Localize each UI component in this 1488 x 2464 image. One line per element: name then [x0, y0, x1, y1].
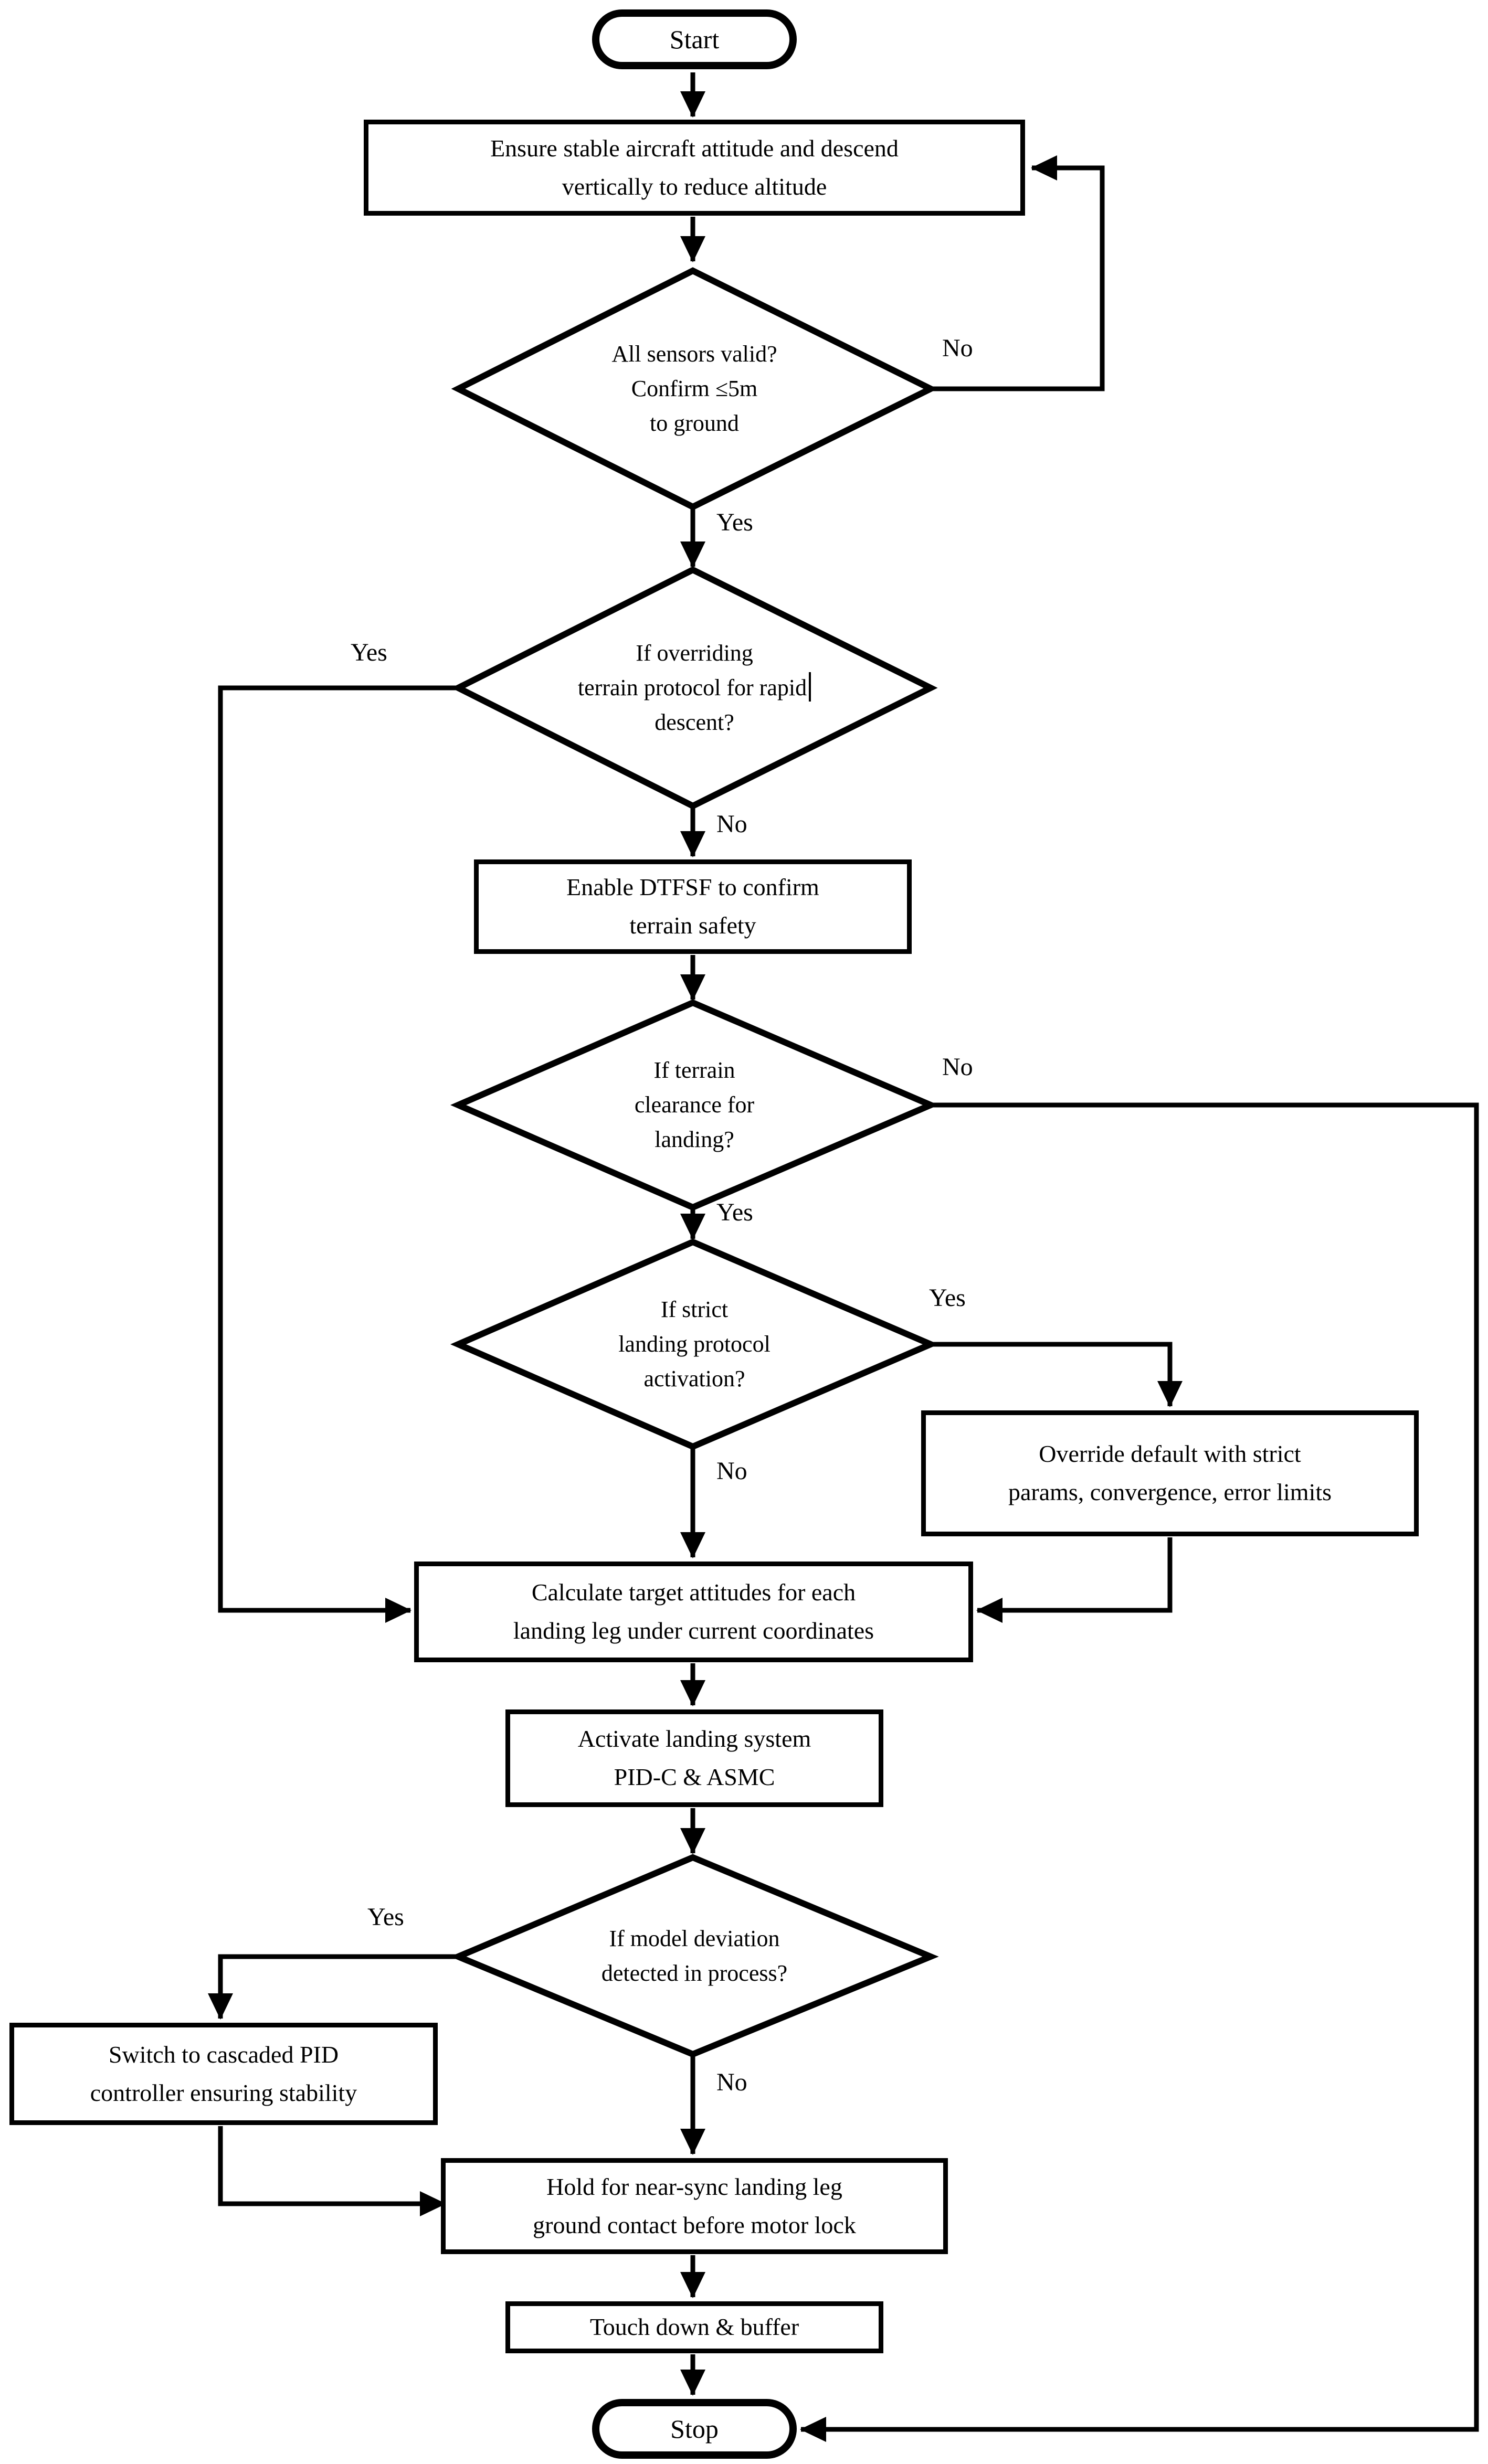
override-params-line1: Override default with strict	[1039, 1440, 1301, 1468]
edge-override-yes-rail	[218, 685, 458, 1623]
dtfsf-line2: terrain safety	[629, 912, 756, 939]
strict-line3: activation?	[643, 1366, 745, 1392]
terrain-line2: clearance for	[634, 1092, 755, 1118]
edge-label-terrain-yes: Yes	[716, 1198, 753, 1226]
deviation-line2: detected in process?	[601, 1960, 788, 1986]
strict-line1: If strict	[660, 1297, 729, 1322]
decision-terrain-clearance-shape	[450, 999, 939, 1211]
activate-line2: PID-C & ASMC	[614, 1764, 775, 1790]
decision-terrain-clearance-text: If terrain clearance for landing?	[458, 1003, 931, 1207]
cascaded-line1: Switch to cascaded PID	[108, 2041, 339, 2068]
hold-line2: ground contact before motor lock	[533, 2211, 856, 2238]
activate-line1: Activate landing system	[577, 1725, 811, 1753]
process-activate-system: Activate landing system PID-C & ASMC	[505, 1709, 883, 1807]
edge-label-sensors-no: No	[942, 334, 973, 362]
process-hold-contact: Hold for near-sync landing leg ground co…	[441, 2158, 948, 2254]
edge-label-deviation-no: No	[716, 2068, 747, 2096]
process-override-params: Override default with strict params, con…	[921, 1410, 1419, 1536]
edge-strict-yes	[931, 1342, 1183, 1407]
cascaded-line2: controller ensuring stability	[90, 2079, 357, 2106]
process-enable-dtfsf: Enable DTFSF to confirm terrain safety	[474, 859, 912, 954]
start-label: Start	[669, 24, 720, 54]
process-descend-line2: vertically to reduce altitude	[562, 173, 827, 200]
deviation-line1: If model deviation	[609, 1925, 780, 1951]
decision-strict-protocol-shape	[450, 1238, 939, 1450]
decision-override-protocol-shape	[451, 566, 938, 810]
override-line2: terrain protocol for rapid	[578, 671, 811, 705]
edge-label-strict-yes: Yes	[929, 1284, 966, 1312]
sensors-line2: Confirm ≤5m	[631, 376, 758, 401]
override-line2-text: terrain protocol for rapid	[577, 675, 807, 700]
override-line1: If overriding	[636, 640, 753, 666]
decision-override-protocol-text: If overriding terrain protocol for rapid…	[458, 570, 931, 806]
edge-label-deviation-yes: Yes	[367, 1903, 404, 1931]
stop-terminal: Stop	[592, 2399, 797, 2459]
decision-strict-protocol-text: If strict landing protocol activation?	[458, 1242, 931, 1447]
process-touchdown: Touch down & buffer	[505, 2301, 883, 2353]
edge-label-strict-no: No	[716, 1457, 747, 1485]
text-caret	[809, 672, 811, 702]
decision-model-deviation-shape	[450, 1854, 939, 2058]
process-descend: Ensure stable aircraft attitude and desc…	[364, 120, 1025, 216]
terrain-line1: If terrain	[653, 1057, 735, 1083]
sensors-line1: All sensors valid?	[611, 341, 777, 367]
calculate-line2: landing leg under current coordinates	[513, 1617, 874, 1644]
edge-label-sensors-yes: Yes	[716, 508, 753, 536]
decision-sensors-valid-text: All sensors valid? Confirm ≤5m to ground	[458, 271, 931, 507]
sensors-line3: to ground	[650, 410, 739, 436]
terrain-line3: landing?	[655, 1127, 734, 1152]
edge-label-override-no: No	[716, 810, 747, 838]
edge-deviation-yes	[208, 1954, 458, 2020]
decision-sensors-valid-shape	[451, 267, 938, 511]
hold-line1: Hold for near-sync landing leg	[546, 2173, 842, 2200]
edge-overrideparams-to-calculate	[976, 1537, 1173, 1623]
edge-terrain-no-rail	[800, 1102, 1479, 2442]
edge-label-override-yes: Yes	[351, 639, 387, 666]
strict-line2: landing protocol	[618, 1331, 771, 1357]
touchdown-label: Touch down & buffer	[589, 2313, 799, 2341]
edge-label-terrain-no: No	[942, 1053, 973, 1081]
override-params-line2: params, convergence, error limits	[1008, 1479, 1332, 1505]
override-line3: descent?	[655, 709, 734, 735]
dtfsf-line1: Enable DTFSF to confirm	[566, 874, 819, 901]
start-terminal: Start	[592, 9, 797, 69]
decision-model-deviation-text: If model deviation detected in process?	[458, 1857, 931, 2054]
edge-cascaded-to-hold	[218, 2126, 446, 2216]
stop-label: Stop	[670, 2414, 719, 2444]
process-cascaded-pid: Switch to cascaded PID controller ensuri…	[9, 2023, 438, 2125]
calculate-line1: Calculate target attitudes for each	[531, 1579, 856, 1606]
process-calculate-attitudes: Calculate target attitudes for each land…	[414, 1562, 973, 1662]
process-descend-line1: Ensure stable aircraft attitude and desc…	[490, 134, 899, 162]
edge-sensors-no-loop	[931, 155, 1105, 391]
